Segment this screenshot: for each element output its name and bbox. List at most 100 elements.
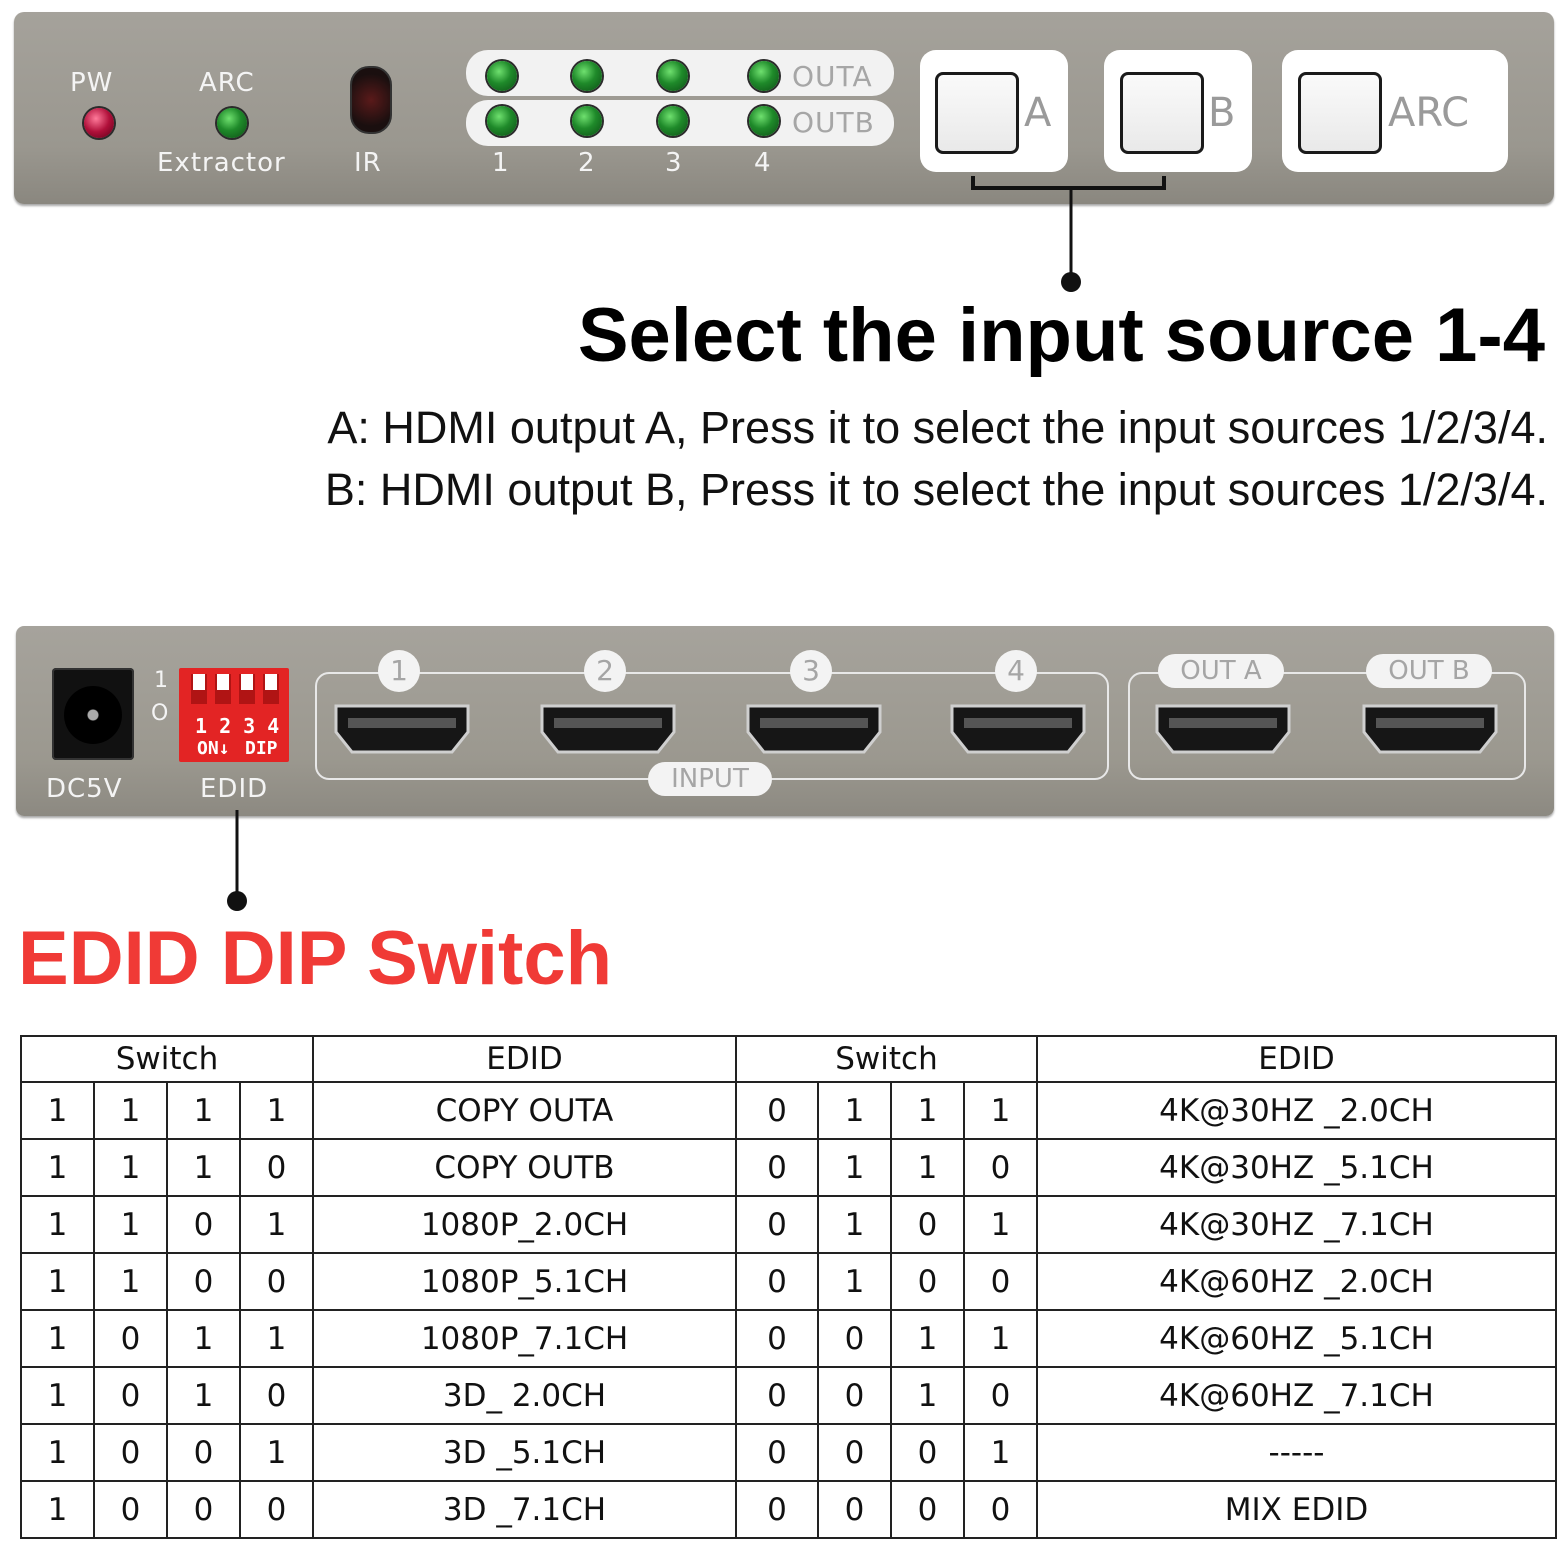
outb-led-4 <box>749 106 779 136</box>
input-port-4-number: 4 <box>995 650 1037 692</box>
outb-label: OUTB <box>792 106 875 139</box>
input-number-1: 1 <box>492 148 510 178</box>
edid-callout-line <box>227 810 247 911</box>
right-edid-cell: 4K@60HZ _2.0CH <box>1036 1252 1557 1311</box>
right-switch-bit-4: 0 <box>963 1480 1038 1539</box>
button-b[interactable] <box>1120 72 1204 154</box>
hdmi-input-1-port-icon[interactable] <box>334 702 470 754</box>
input-port-3-number: 3 <box>790 650 832 692</box>
dip-switch-4[interactable] <box>263 674 279 704</box>
dip-zero-label: O <box>151 701 170 726</box>
hdmi-output-a-port-icon[interactable] <box>1155 702 1291 754</box>
hdmi-input-4-port-icon[interactable] <box>950 702 1086 754</box>
right-switch-bit-3: 1 <box>890 1138 965 1197</box>
left-switch-bit-2: 1 <box>93 1252 168 1311</box>
edid-dip-switch-title: EDID DIP Switch <box>18 916 613 1001</box>
hdmi-input-2-port-icon[interactable] <box>540 702 676 754</box>
dip-knob-4 <box>265 674 277 690</box>
left-switch-bit-4: 1 <box>239 1195 314 1254</box>
right-switch-bit-4: 1 <box>963 1423 1038 1482</box>
header-switch-right: Switch <box>735 1035 1038 1083</box>
outa-label: OUTA <box>792 60 873 93</box>
outa-led-1 <box>487 61 517 91</box>
edid-label: EDID <box>200 774 269 804</box>
outb-led-2 <box>572 106 602 136</box>
pw-label: PW <box>70 68 114 98</box>
arc-led <box>217 108 247 138</box>
right-switch-bit-2: 1 <box>817 1081 892 1140</box>
button-arc[interactable] <box>1298 72 1382 154</box>
outa-led-3 <box>658 61 688 91</box>
right-switch-bit-3: 0 <box>890 1480 965 1539</box>
left-switch-bit-3: 1 <box>166 1138 241 1197</box>
edid-dip-switch[interactable]: 1 2 3 4 ON↓ DIP <box>179 668 289 762</box>
input-number-2: 2 <box>578 148 596 178</box>
header-edid-left: EDID <box>312 1035 737 1083</box>
right-switch-bit-4: 0 <box>963 1252 1038 1311</box>
table-header-row: Switch EDID Switch EDID <box>20 1035 1557 1083</box>
left-switch-bit-1: 1 <box>20 1366 95 1425</box>
left-switch-bit-1: 1 <box>20 1138 95 1197</box>
left-switch-bit-2: 1 <box>93 1195 168 1254</box>
right-switch-bit-1: 0 <box>735 1366 819 1425</box>
right-switch-bit-3: 0 <box>890 1423 965 1482</box>
outa-led-4 <box>749 61 779 91</box>
right-switch-bit-1: 0 <box>735 1195 819 1254</box>
left-edid-cell: 1080P_7.1CH <box>312 1309 737 1368</box>
right-switch-bit-3: 0 <box>890 1252 965 1311</box>
out-a-label: OUT A <box>1158 654 1284 688</box>
input-source-callout-line <box>971 176 1166 292</box>
right-edid-cell: 4K@30HZ _5.1CH <box>1036 1138 1557 1197</box>
left-switch-bit-1: 1 <box>20 1195 95 1254</box>
hdmi-output-b-port-icon[interactable] <box>1362 702 1498 754</box>
output-a-description: A: HDMI output A, Press it to select the… <box>327 402 1548 453</box>
left-switch-bit-4: 0 <box>239 1138 314 1197</box>
right-switch-bit-1: 0 <box>735 1480 819 1539</box>
button-a[interactable] <box>935 72 1019 154</box>
right-switch-bit-2: 1 <box>817 1252 892 1311</box>
left-edid-cell: 3D _5.1CH <box>312 1423 737 1482</box>
right-switch-bit-2: 0 <box>817 1366 892 1425</box>
right-edid-cell: 4K@60HZ _7.1CH <box>1036 1366 1557 1425</box>
left-switch-bit-3: 0 <box>166 1480 241 1539</box>
right-switch-bit-3: 1 <box>890 1081 965 1140</box>
left-edid-cell: 1080P_2.0CH <box>312 1195 737 1254</box>
left-switch-bit-4: 1 <box>239 1081 314 1140</box>
left-switch-bit-1: 1 <box>20 1081 95 1140</box>
left-switch-bit-2: 0 <box>93 1423 168 1482</box>
left-switch-bit-2: 0 <box>93 1366 168 1425</box>
right-switch-bit-2: 0 <box>817 1423 892 1482</box>
dip-switch-3[interactable] <box>239 674 255 704</box>
right-edid-cell: MIX EDID <box>1036 1480 1557 1539</box>
left-edid-cell: 3D_ 2.0CH <box>312 1366 737 1425</box>
dip-dip-label: DIP <box>245 738 278 759</box>
output-port-group <box>1128 672 1526 780</box>
right-switch-bit-1: 0 <box>735 1252 819 1311</box>
outb-led-1 <box>487 106 517 136</box>
left-switch-bit-3: 1 <box>166 1309 241 1368</box>
left-switch-bit-4: 1 <box>239 1309 314 1368</box>
left-edid-cell: 1080P_5.1CH <box>312 1252 737 1311</box>
dc-power-jack[interactable] <box>52 668 134 760</box>
right-switch-bit-4: 1 <box>963 1309 1038 1368</box>
left-switch-bit-4: 0 <box>239 1480 314 1539</box>
dip-switch-2[interactable] <box>215 674 231 704</box>
dip-switch-1[interactable] <box>191 674 207 704</box>
input-source-title: Select the input source 1-4 <box>577 293 1545 378</box>
right-switch-bit-2: 0 <box>817 1480 892 1539</box>
left-edid-cell: COPY OUTB <box>312 1138 737 1197</box>
right-switch-bit-1: 0 <box>735 1423 819 1482</box>
right-edid-cell: 4K@30HZ _7.1CH <box>1036 1195 1557 1254</box>
left-switch-bit-4: 0 <box>239 1366 314 1425</box>
left-switch-bit-2: 0 <box>93 1309 168 1368</box>
hdmi-input-3-port-icon[interactable] <box>746 702 882 754</box>
outb-led-3 <box>658 106 688 136</box>
input-port-2-number: 2 <box>584 650 626 692</box>
left-switch-bit-4: 0 <box>239 1252 314 1311</box>
